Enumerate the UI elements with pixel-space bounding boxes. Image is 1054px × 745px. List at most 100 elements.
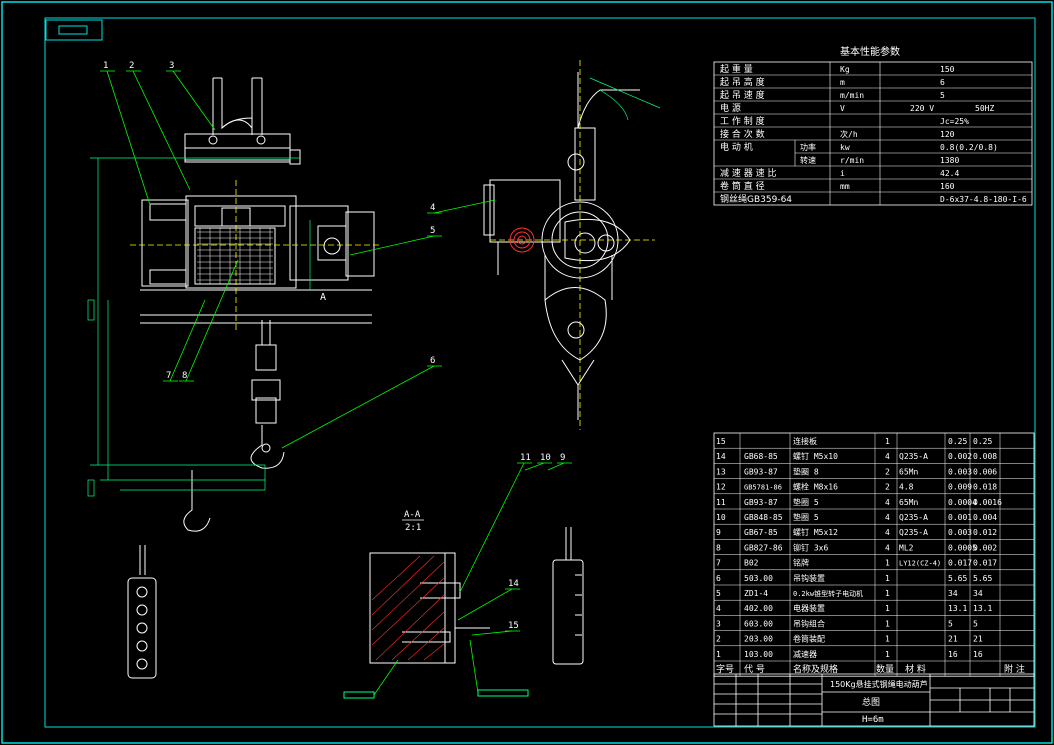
bom-cell: 34 xyxy=(948,589,958,598)
bom-header-cell: 代 号 xyxy=(744,664,765,675)
bom-cell: 6 xyxy=(716,574,721,583)
bom-cell: 铆钉 3x6 xyxy=(793,542,828,552)
perf-row-value: 5 xyxy=(940,91,945,100)
bom-cell: 1 xyxy=(885,559,890,568)
title-block-name: 150Kg悬挂式钢绳电动葫芦 xyxy=(830,679,928,689)
centerlines xyxy=(130,180,380,330)
bom-cell: 0.2kw锥型转子电动机 xyxy=(793,589,863,598)
bom-cell: 16 xyxy=(948,650,958,659)
perf-row-sub: 功率 xyxy=(800,142,816,152)
perf-row-name: 起 吊 速 度 xyxy=(720,89,765,101)
perf-row-sub: 转速 xyxy=(800,155,816,165)
bom-cell: 垫圈 8 xyxy=(793,466,819,476)
balloon-2: 2 xyxy=(129,61,134,71)
balloon-14: 14 xyxy=(508,579,519,589)
bom-cell: GB93-87 xyxy=(744,467,778,476)
side-angle-dim xyxy=(589,77,661,121)
bom-cell: 13 xyxy=(716,467,726,476)
bom-cell: 3 xyxy=(716,619,721,628)
balloon-7: 7 xyxy=(166,371,171,381)
bom-cell: 垫圈 5 xyxy=(793,497,819,507)
balloon-5: 5 xyxy=(430,226,435,236)
side-view xyxy=(483,72,640,420)
bom-cell: 11 xyxy=(716,498,726,507)
bom-cell: 503.00 xyxy=(744,574,773,583)
bom-cell: ML2 xyxy=(899,543,914,552)
bom-cell: 0.25 xyxy=(948,437,967,446)
bom-cell: 13.1 xyxy=(948,604,967,613)
bom-cell: 34 xyxy=(973,589,983,598)
bom-cell: 螺栓 M8x16 xyxy=(793,482,838,492)
balloon-4: 4 xyxy=(430,203,435,213)
pendant-control-right xyxy=(552,527,584,665)
bom-cell: 12 xyxy=(716,483,726,492)
perf-row-value: 120 xyxy=(940,130,955,139)
dimension-lines xyxy=(87,157,311,497)
inner-border xyxy=(44,17,1036,728)
bom-cell: 电器装置 xyxy=(793,603,825,613)
bom-cell: Q235-A xyxy=(899,452,928,461)
side-centerlines xyxy=(490,60,655,430)
balloon-8: 8 xyxy=(182,371,187,381)
bom-cell: 13.1 xyxy=(973,604,992,613)
bom-cell: 7 xyxy=(716,559,721,568)
perf-row-value: Jc=25% xyxy=(940,117,969,126)
drum-hatch xyxy=(197,228,273,284)
bom-cell: 铭牌 xyxy=(793,558,809,568)
balloon-1: 1 xyxy=(103,61,108,71)
bom-cell: 0.018 xyxy=(973,483,997,492)
bom-cell: 203.00 xyxy=(744,635,773,644)
bom-cell: 吊钩装置 xyxy=(793,573,825,583)
bom-header-cell: 字号 xyxy=(716,663,734,675)
perf-row-name: 电 动 机 xyxy=(720,141,753,153)
bom-cell: 15 xyxy=(716,437,726,446)
perf-row-unit: i xyxy=(840,169,845,178)
bom-cell: 0.002 xyxy=(973,543,997,552)
bom-cell: 9 xyxy=(716,528,721,537)
perf-row-unit: 次/h xyxy=(840,129,858,139)
bom-cell: 4 xyxy=(885,498,890,507)
corner-label-box xyxy=(45,19,103,41)
bom-cell: 65Mn xyxy=(899,498,918,507)
perf-row-name: 接 合 次 数 xyxy=(720,128,765,140)
bom-cell: 21 xyxy=(973,635,983,644)
bom-cell: 连接板 xyxy=(793,436,817,446)
bom-cell: 吊钩组合 xyxy=(793,618,825,628)
bom-cell: 4 xyxy=(716,604,721,613)
perf-row-unit: m xyxy=(840,78,845,87)
bom-cell: 0.004 xyxy=(973,513,997,522)
bom-cell: 8 xyxy=(716,543,721,552)
bom-cell: GB848-85 xyxy=(744,513,783,522)
bom-cell: Q235-A xyxy=(899,513,928,522)
balloon-3: 3 xyxy=(169,61,174,71)
perf-row-name: 卷 筒 直 径 xyxy=(720,180,765,192)
leader-lines xyxy=(100,70,572,696)
bom-header-cell: 名称及规格 xyxy=(793,663,838,675)
bom-cell: 5.65 xyxy=(948,574,967,583)
bom-cell: GB68-85 xyxy=(744,452,778,461)
ground-boxes xyxy=(343,689,529,699)
bom-cell: 4.8 xyxy=(899,483,914,492)
bom-cell: LY12(CZ-4) xyxy=(899,560,941,568)
bom-cell: 0.002 xyxy=(948,452,972,461)
bom-cell: 0.0016 xyxy=(973,498,1002,507)
bom-header-cell: 材 料 xyxy=(905,663,926,675)
perf-row-unit: r/min xyxy=(840,156,864,165)
perf-row-value: 0.8(0.2/0.8) xyxy=(940,143,998,152)
bom-cell: 1 xyxy=(885,650,890,659)
bom-cell: 0.0005 xyxy=(948,543,977,552)
balloon-11: 11 xyxy=(520,453,531,463)
perf-row-unit: V xyxy=(840,104,845,113)
perf-row-value: D-6x37-4.8-180-I-6 xyxy=(940,195,1027,204)
bom-cell: 5 xyxy=(973,619,978,628)
bom-cell: 0.012 xyxy=(973,528,997,537)
bom-cell: GB93-87 xyxy=(744,498,778,507)
perf-row-name: 减 速 器 速 比 xyxy=(720,167,776,179)
bom-cell: 1 xyxy=(885,619,890,628)
bom-cell: GB827-86 xyxy=(744,543,783,552)
bom-cell: 1 xyxy=(716,650,721,659)
bom-cell: GB5781-86 xyxy=(744,484,782,492)
